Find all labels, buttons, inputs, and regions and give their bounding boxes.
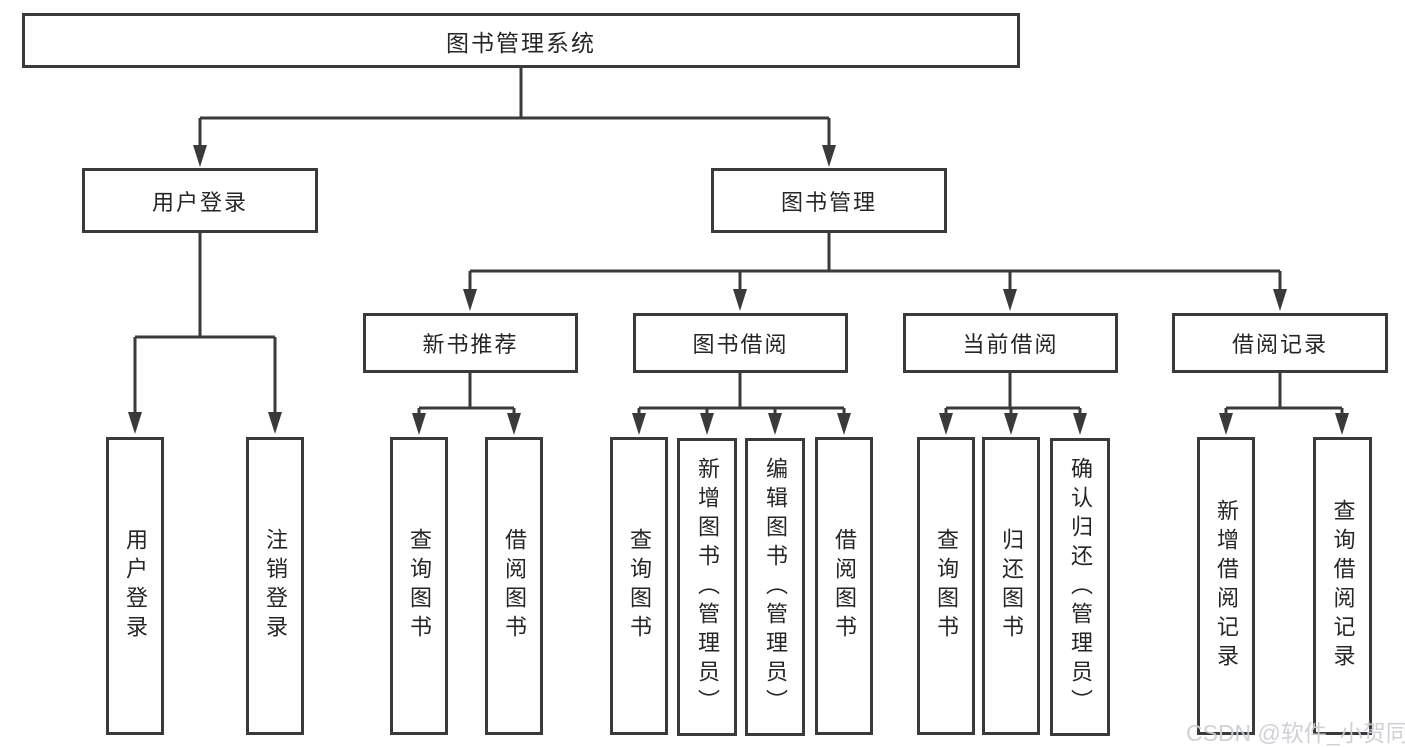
node-label: 新增借阅记录 — [1214, 499, 1239, 673]
node-label: 归还图书 — [999, 528, 1024, 644]
leaf-borrow-books-recommend: 借阅图书 — [485, 437, 543, 735]
node-label: 查询图书 — [934, 528, 959, 644]
leaf-query-books-current: 查询图书 — [917, 437, 975, 735]
node-label: 确认归还（管理员） — [1068, 456, 1093, 718]
node-user-login: 用户登录 — [82, 168, 318, 233]
node-label: 借阅记录 — [1231, 332, 1328, 357]
node-label: 查询借阅记录 — [1330, 499, 1356, 673]
node-label: 注销登录 — [263, 528, 288, 644]
node-label: 图书管理 — [780, 189, 877, 215]
node-book-management: 图书管理 — [711, 168, 947, 233]
node-label: 查询图书 — [407, 528, 432, 644]
node-label: 编辑图书（管理员） — [763, 456, 788, 718]
node-new-book-recommend: 新书推荐 — [363, 313, 578, 373]
node-label: 用户登录 — [123, 528, 148, 644]
node-label: 新书推荐 — [422, 332, 519, 357]
leaf-logout-login: 注销登录 — [246, 437, 304, 735]
leaf-query-books-borrow: 查询图书 — [610, 437, 668, 735]
node-book-borrow: 图书借阅 — [633, 313, 848, 373]
node-label: 图书管理系统 — [446, 29, 596, 56]
leaf-return-books: 归还图书 — [982, 437, 1040, 735]
node-root-system: 图书管理系统 — [22, 13, 1020, 68]
leaf-query-borrow-record: 查询借阅记录 — [1313, 437, 1372, 735]
node-current-borrow: 当前借阅 — [903, 313, 1118, 373]
node-label: 查询图书 — [627, 528, 652, 644]
leaf-confirm-return-admin: 确认归还（管理员） — [1050, 438, 1110, 736]
node-label: 图书借阅 — [692, 332, 789, 357]
node-label: 借阅图书 — [502, 528, 527, 644]
leaf-add-borrow-record: 新增借阅记录 — [1197, 437, 1255, 735]
csdn-watermark: CSDN @软件_小贺同学 — [1186, 720, 1405, 746]
node-label: 借阅图书 — [832, 528, 857, 644]
leaf-user-login: 用户登录 — [106, 437, 164, 735]
node-label: 用户登录 — [151, 189, 248, 215]
leaf-add-book-admin: 新增图书（管理员） — [677, 438, 737, 736]
node-label: 当前借阅 — [962, 332, 1059, 357]
node-label: 新增图书（管理员） — [695, 456, 720, 718]
leaf-edit-book-admin: 编辑图书（管理员） — [745, 438, 805, 736]
leaf-query-books-recommend: 查询图书 — [390, 437, 448, 735]
node-borrow-records: 借阅记录 — [1172, 313, 1388, 373]
leaf-borrow-books-borrow: 借阅图书 — [815, 437, 873, 735]
